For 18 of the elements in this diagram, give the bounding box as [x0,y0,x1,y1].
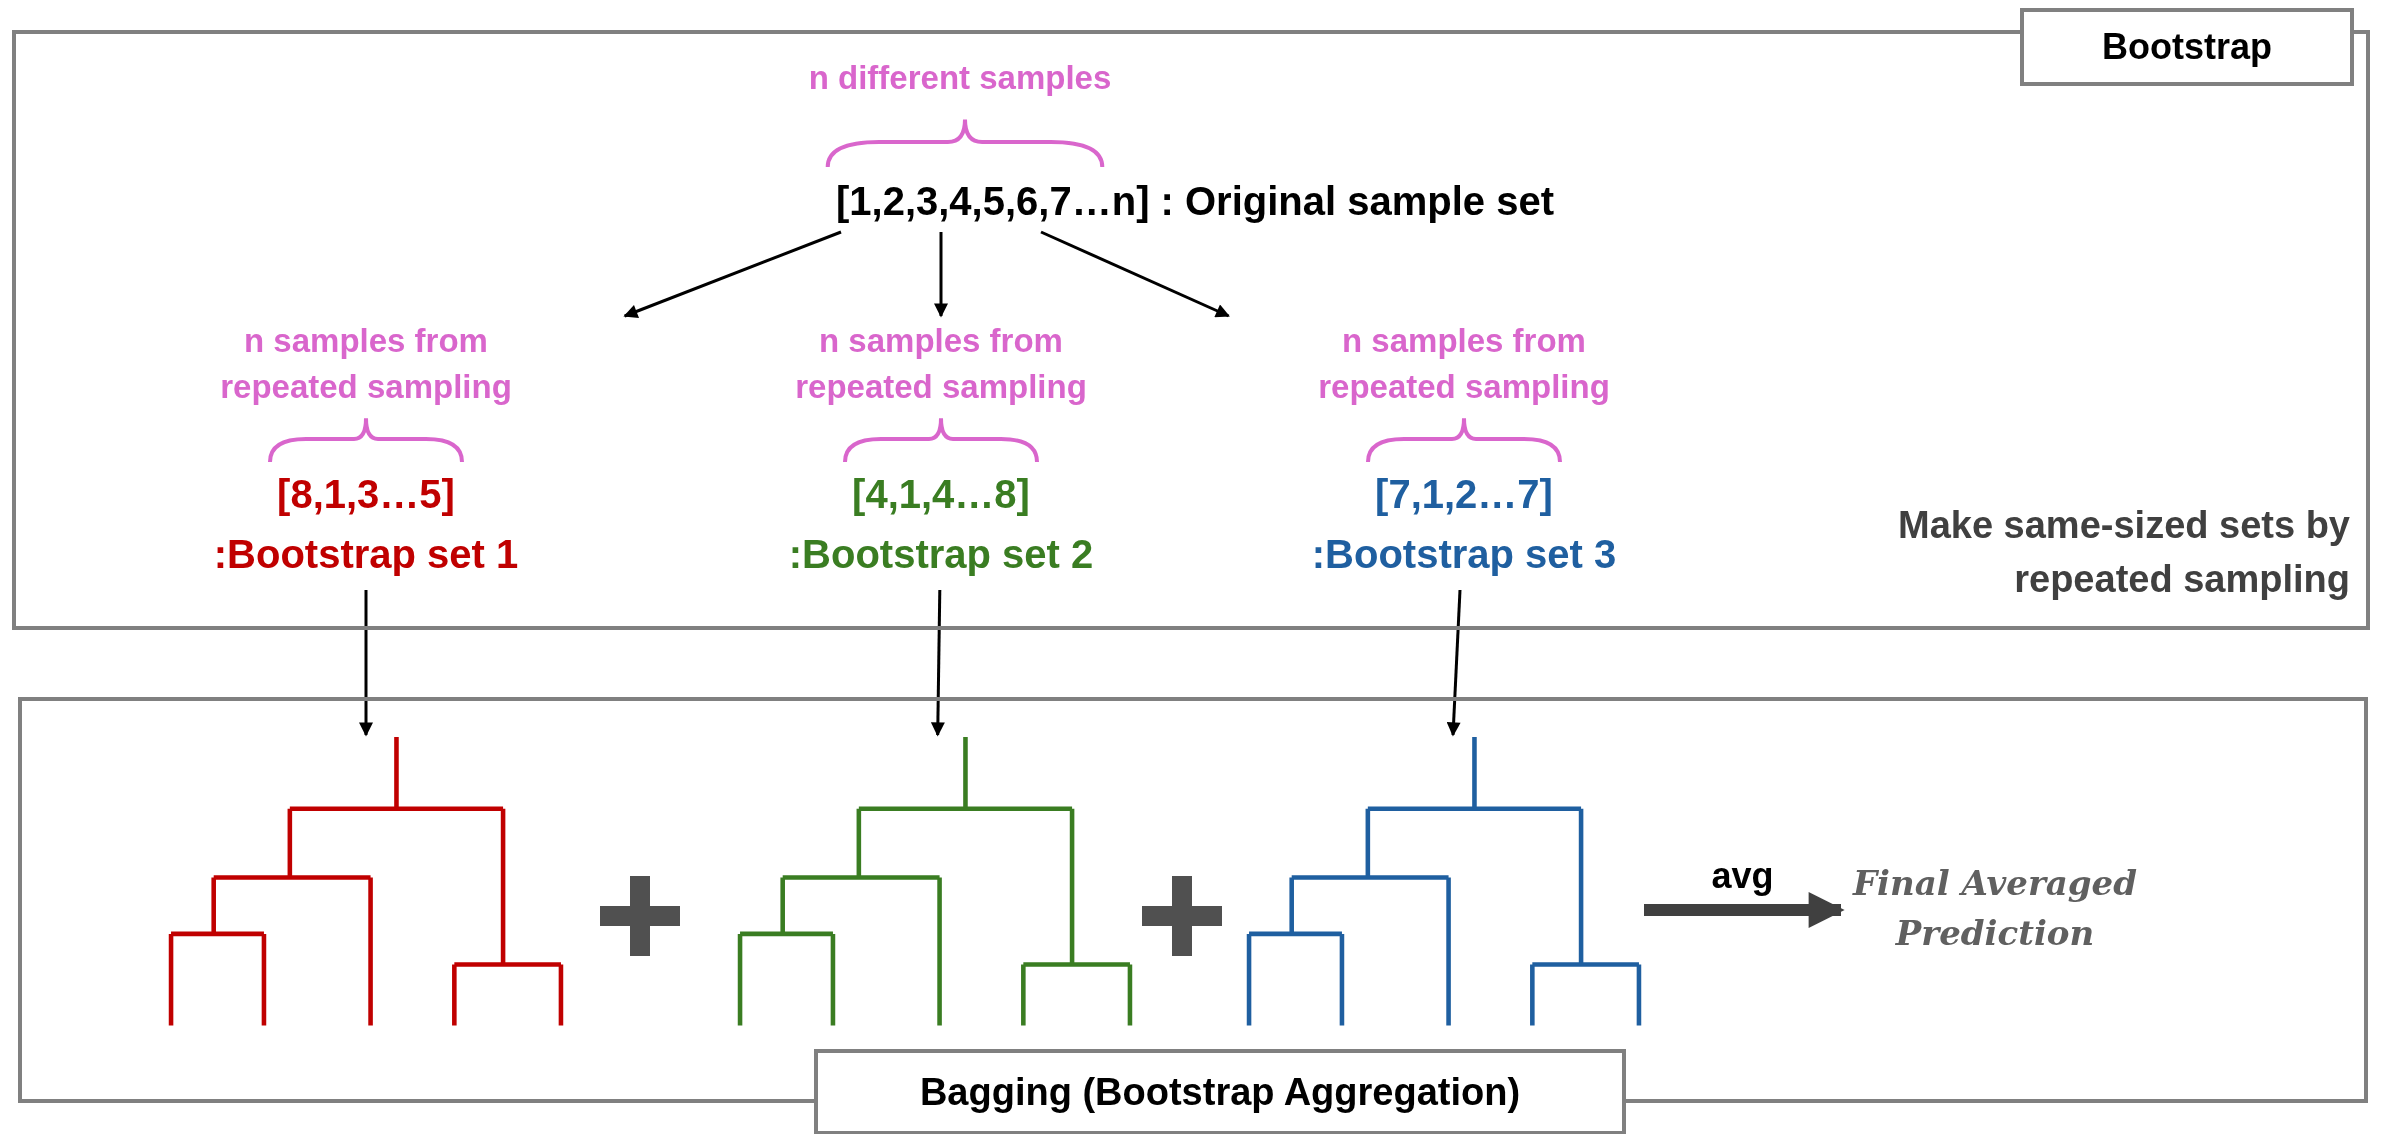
prediction-text: Final Averaged Prediction [1845,858,2145,962]
sample-set-text: :Bootstrap set 2 [787,531,1095,578]
sample-set-text: :Bootstrap set 1 [212,531,520,578]
annotation-text: n samples from repeated sampling [794,321,1088,407]
note-text: Make same-sized sets by repeated sampling [1897,503,2350,602]
sample-set-text: [1,2,3,4,5,6,7…n] : Original sample set [834,178,1555,225]
annotation-text: n samples from repeated sampling [219,321,513,407]
annotation-text: n samples from repeated sampling [1317,321,1611,407]
section-title: Bagging (Bootstrap Aggregation) [814,1049,1626,1134]
section-title: Bootstrap [2020,8,2354,86]
sample-set-text: [8,1,3…5] [276,471,456,518]
annotation-text: n different samples [807,58,1113,98]
dendrogram-drawing [737,737,1133,1027]
sample-set-text: :Bootstrap set 3 [1310,531,1618,578]
sample-set-text: [7,1,2…7] [1374,471,1554,518]
dendrogram-drawing [168,737,564,1027]
sample-set-text: [4,1,4…8] [851,471,1031,518]
dendrogram-drawing [1246,737,1642,1027]
